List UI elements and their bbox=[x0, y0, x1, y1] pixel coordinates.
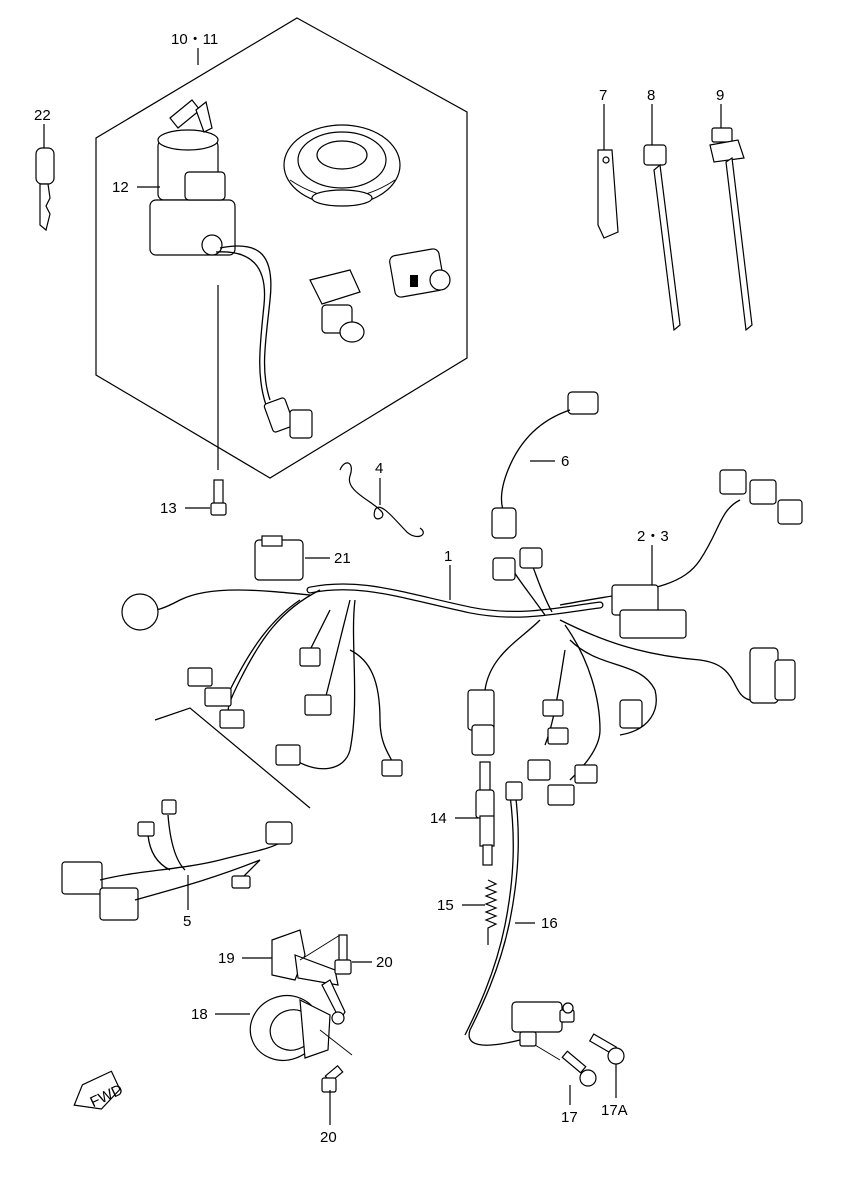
label-2-3: 2・3 bbox=[637, 528, 669, 545]
main-harness[interactable] bbox=[121, 469, 803, 806]
leader-18 bbox=[319, 1029, 353, 1056]
screw-17[interactable] bbox=[561, 1050, 597, 1087]
label-14: 14 bbox=[430, 810, 447, 827]
fwd-arrow-icon: FWD bbox=[73, 1070, 126, 1111]
leader-19 bbox=[299, 934, 341, 961]
label-7: 7 bbox=[599, 87, 607, 104]
screw-13[interactable] bbox=[210, 479, 227, 516]
ignition-switch[interactable] bbox=[149, 99, 313, 439]
clamp-7[interactable] bbox=[597, 149, 619, 239]
label-20-lower: 20 bbox=[320, 1129, 337, 1146]
label-22: 22 bbox=[34, 107, 51, 124]
label-1: 1 bbox=[444, 548, 452, 565]
label-16: 16 bbox=[541, 915, 558, 932]
sensor-17[interactable] bbox=[511, 1001, 575, 1047]
cable-tie-9[interactable] bbox=[709, 127, 753, 332]
label-6: 6 bbox=[561, 453, 569, 470]
relay-21[interactable] bbox=[254, 535, 304, 581]
label-4: 4 bbox=[375, 460, 383, 477]
cable-tie-8[interactable] bbox=[643, 144, 681, 332]
seat-lock[interactable] bbox=[309, 269, 365, 343]
subharness-boundary bbox=[154, 707, 311, 809]
label-21: 21 bbox=[334, 550, 351, 567]
spring-4[interactable] bbox=[339, 462, 424, 538]
label-20-upper: 20 bbox=[376, 954, 393, 971]
label-13: 13 bbox=[160, 500, 177, 517]
label-5: 5 bbox=[183, 913, 191, 930]
key[interactable] bbox=[35, 147, 55, 232]
sensor-lead-6[interactable] bbox=[491, 391, 599, 539]
spring-15[interactable] bbox=[484, 879, 498, 945]
bolt-20-upper[interactable] bbox=[334, 934, 352, 975]
label-8: 8 bbox=[647, 87, 655, 104]
leader-17-assy bbox=[534, 1044, 561, 1061]
screw-17a[interactable] bbox=[588, 1033, 625, 1065]
horn-18[interactable] bbox=[241, 986, 331, 1070]
fuel-cap[interactable] bbox=[283, 124, 401, 207]
label-15: 15 bbox=[437, 897, 454, 914]
label-10-11: 10・11 bbox=[171, 31, 218, 48]
label-19: 19 bbox=[218, 950, 235, 967]
lock-cover[interactable] bbox=[389, 248, 451, 298]
bracket-19[interactable] bbox=[271, 929, 346, 1025]
switch-14[interactable] bbox=[475, 761, 495, 866]
label-17: 17 bbox=[561, 1109, 578, 1126]
sub-harness-5[interactable] bbox=[61, 799, 293, 921]
label-18: 18 bbox=[191, 1006, 208, 1023]
bolt-20-lower[interactable] bbox=[321, 1064, 344, 1093]
label-9: 9 bbox=[716, 87, 724, 104]
lead-16[interactable] bbox=[464, 781, 523, 1046]
label-17a: 17A bbox=[601, 1102, 628, 1119]
label-12: 12 bbox=[112, 179, 129, 196]
ignition-kit-outline bbox=[95, 17, 468, 479]
